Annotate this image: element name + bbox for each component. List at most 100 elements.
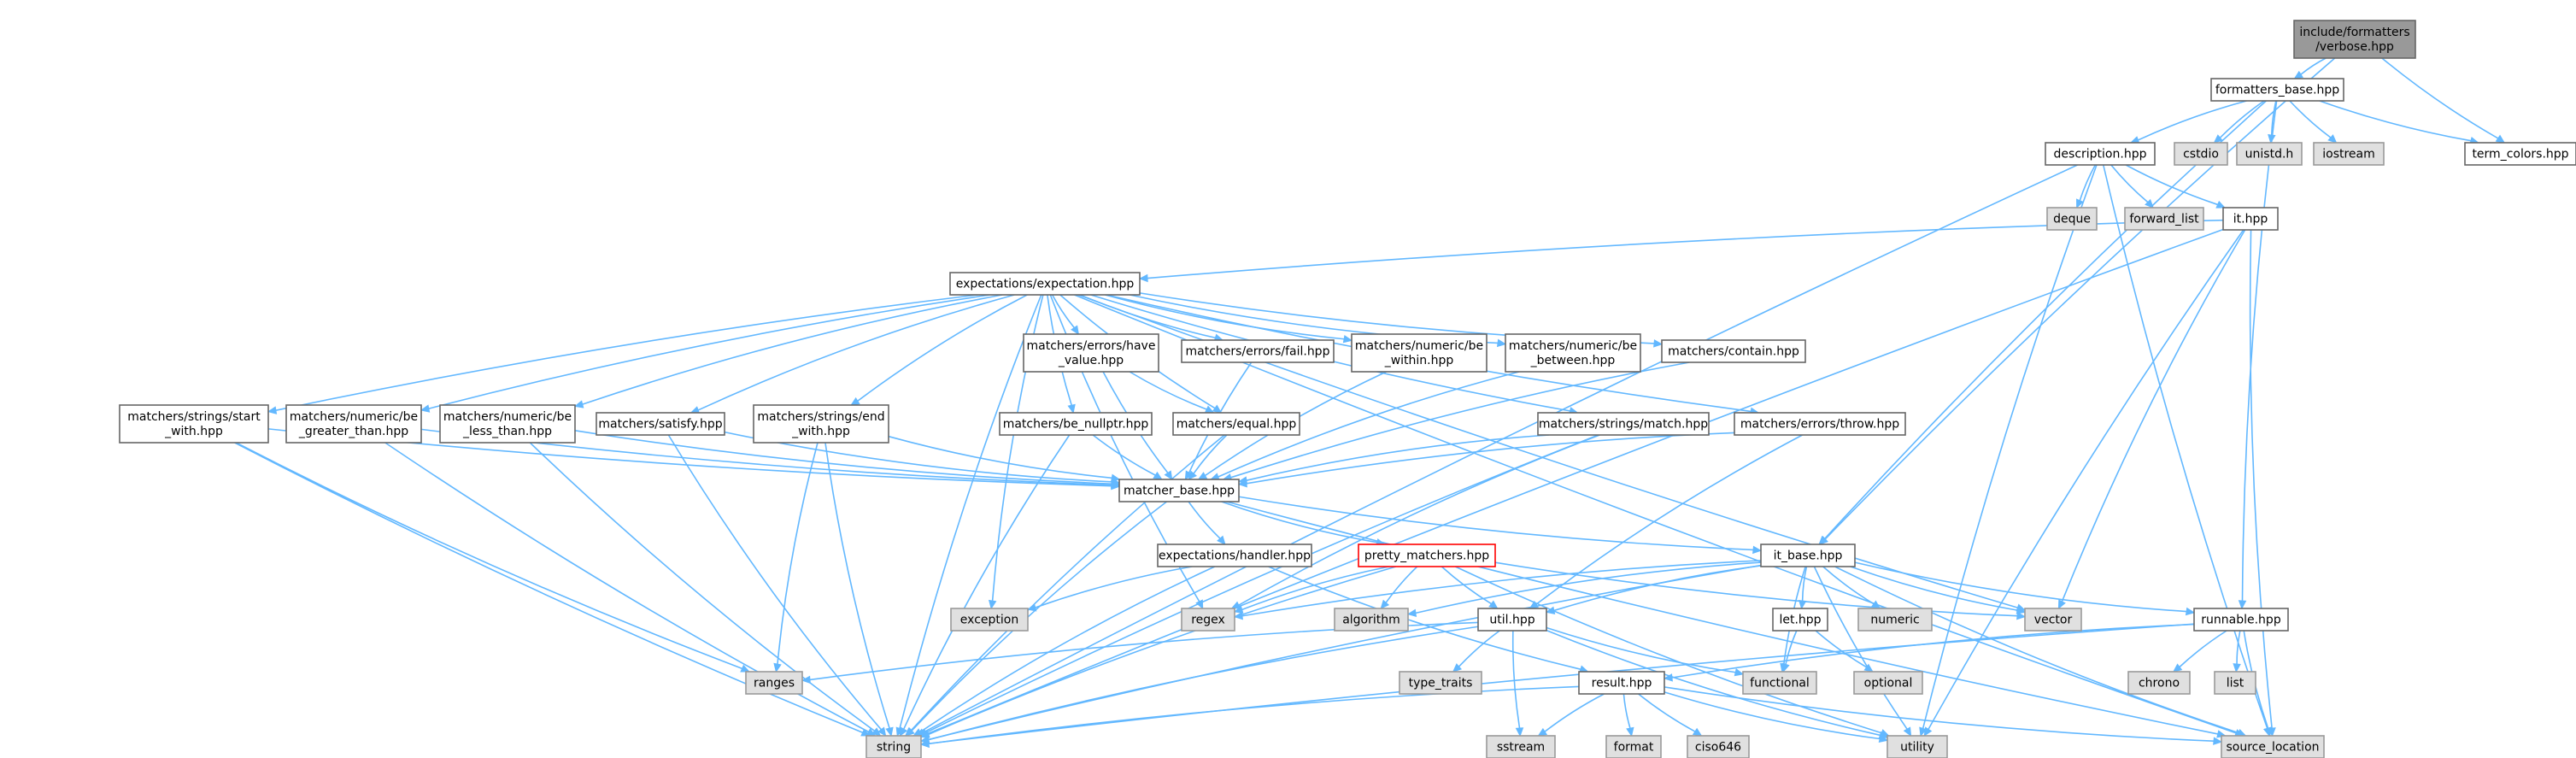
edge-end_with-to-matcher_base [888,435,1121,482]
node-source-location[interactable]: source_location [2221,735,2325,758]
edge-root-to-term_colors [2381,57,2506,144]
node-term-colors[interactable]: term_colors.hpp [2464,142,2576,166]
edge-expectation-to-be_within [1105,294,1353,344]
edge-result-to-ciso646 [1638,693,1703,737]
node-label: ciso646 [1695,741,1741,755]
node-utility[interactable]: utility [1887,735,1948,758]
node-optional[interactable]: optional [1853,671,1923,695]
node-label: _between.hpp [1530,354,1616,367]
node-fail[interactable]: matchers/errors/fail.hpp [1181,339,1335,363]
node-ranges[interactable]: ranges [745,671,803,695]
node-box [1172,412,1300,436]
node-label: _value.hpp [1058,354,1124,367]
node-string[interactable]: string [866,735,922,758]
node-format[interactable]: format [1605,735,1662,758]
node-have-value[interactable]: matchers/errors/have_value.hpp [1023,333,1159,373]
edge-expectation-to-satisfy [689,294,1015,414]
node-formatters-base[interactable]: formatters_base.hpp [2210,78,2344,102]
node-handler[interactable]: expectations/handler.hpp [1157,544,1312,567]
node-be-between[interactable]: matchers/numeric/be_between.hpp [1505,333,1641,373]
edge-it_base-to-vector [1850,566,2027,614]
edge-result-to-source_location [1664,686,2223,745]
edge-runnable-to-list [2233,630,2241,673]
node-box [2046,207,2098,231]
edge-match-to-matcher_base [1237,434,1550,485]
node-it-base[interactable]: it_base.hpp [1760,544,1856,567]
node-box [949,272,1141,296]
node-util[interactable]: util.hpp [1477,608,1547,632]
node-satisfy[interactable]: matchers/satisfy.hpp [596,412,725,436]
edge-it-to-vector [2057,229,2246,610]
edge-it-to-utility [1923,229,2244,737]
edge-expectation-to-end_with [850,294,1028,406]
edge-let-to-optional [1815,630,1874,673]
node-be-greater-than[interactable]: matchers/numeric/be_greater_than.hpp [285,404,422,444]
node-box [2313,142,2385,166]
node-end-with[interactable]: matchers/strings/end_with.hpp [753,404,889,444]
node-box [2193,608,2289,632]
node-box [2210,78,2344,102]
node-algorithm[interactable]: algorithm [1334,608,1409,632]
node-box [1351,333,1488,373]
node-result[interactable]: result.hpp [1578,671,1665,695]
node-box [439,404,576,444]
node-expectation[interactable]: expectations/expectation.hpp [949,272,1141,296]
node-box [1157,544,1312,567]
node-cstdio[interactable]: cstdio [2174,142,2228,166]
node-label: term_colors.hpp [2472,148,2568,162]
node-box [1537,412,1710,436]
node-box [1358,544,1496,567]
node-unistd[interactable]: unistd.h [2236,142,2303,166]
node-matcher-base[interactable]: matcher_base.hpp [1118,479,1240,502]
node-chrono[interactable]: chrono [2127,671,2191,695]
node-it[interactable]: it.hpp [2222,207,2279,231]
node-be-nullptr[interactable]: matchers/be_nullptr.hpp [999,412,1153,436]
node-sstream[interactable]: sstream [1486,735,1556,758]
node-equal[interactable]: matchers/equal.hpp [1172,412,1300,436]
node-ciso646[interactable]: ciso646 [1687,735,1750,758]
node-box [2222,207,2279,231]
node-throw[interactable]: matchers/errors/throw.hpp [1734,412,1906,436]
node-forward-list[interactable]: forward_list [2124,207,2204,231]
node-contain[interactable]: matchers/contain.hpp [1661,339,1806,363]
node-pretty-matchers[interactable]: pretty_matchers.hpp [1358,544,1496,567]
edge-root-to-it_base [1818,57,2336,545]
node-description[interactable]: description.hpp [2045,142,2156,166]
node-runnable[interactable]: runnable.hpp [2193,608,2289,632]
node-match[interactable]: matchers/strings/match.hpp [1537,412,1710,436]
node-box [2293,20,2416,59]
node-label: sstream [1497,741,1545,755]
node-box [745,671,803,695]
edge-end_with-to-string [824,442,894,737]
node-numeric[interactable]: numeric [1857,608,1933,632]
node-deque[interactable]: deque [2046,207,2098,231]
node-box [2045,142,2156,166]
node-label: string [877,741,911,755]
node-label: unistd.h [2245,148,2294,162]
node-start-with[interactable]: matchers/strings/start_with.hpp [119,404,269,444]
node-label: format [1614,741,1654,755]
edge-be_less_than-to-string [529,442,882,737]
node-list[interactable]: list [2214,671,2256,695]
node-be-within[interactable]: matchers/numeric/be_within.hpp [1351,333,1488,373]
node-type-traits[interactable]: type_traits [1399,671,1482,695]
node-be-less-than[interactable]: matchers/numeric/be_less_than.hpp [439,404,576,444]
node-vector[interactable]: vector [2024,608,2082,632]
node-box [2127,671,2191,695]
node-label: formatters_base.hpp [2215,84,2339,97]
node-root[interactable]: include/formatters/verbose.hpp [2293,20,2416,59]
node-exception[interactable]: exception [950,608,1029,632]
node-box [1661,339,1806,363]
node-regex[interactable]: regex [1181,608,1235,632]
node-box [1505,333,1641,373]
node-label: _with.hpp [164,425,223,438]
node-box [1857,608,1933,632]
node-box [1399,671,1482,695]
node-label: matchers/errors/have [1027,339,1156,353]
node-functional[interactable]: functional [1742,671,1817,695]
node-box [2174,142,2228,166]
edge-expectation-to-be_less_than [573,294,1003,408]
node-iostream[interactable]: iostream [2313,142,2385,166]
node-label: expectations/expectation.hpp [956,278,1135,291]
node-let[interactable]: let.hpp [1772,608,1828,632]
